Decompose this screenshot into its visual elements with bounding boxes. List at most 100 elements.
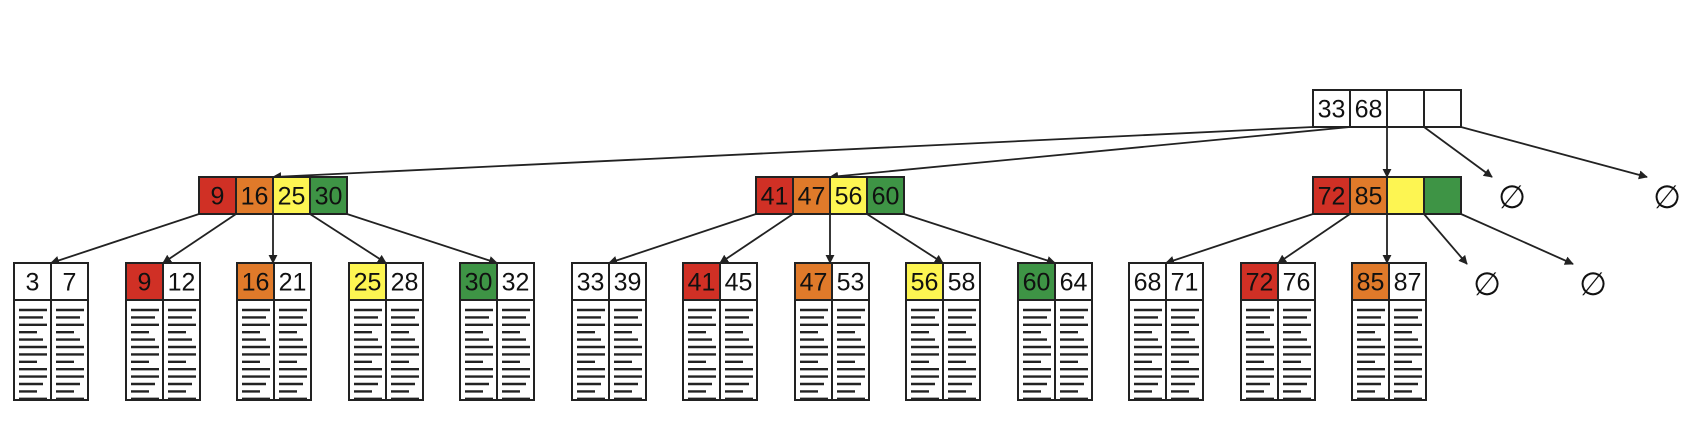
record-lines-icon <box>725 308 753 400</box>
key-label: 33 <box>1318 96 1346 124</box>
key-cell: 85 <box>1349 176 1388 215</box>
key-cell-box <box>459 262 498 301</box>
key-label: 85 <box>1357 269 1385 297</box>
record-lines-icon <box>837 308 865 400</box>
key-label: 25 <box>354 269 382 297</box>
leaf-node-6: 41 45 <box>682 262 758 401</box>
key-cell <box>1423 89 1462 128</box>
record-lines-icon <box>577 308 605 400</box>
key-cell-box <box>942 262 981 301</box>
record-lines-icon <box>19 308 47 400</box>
key-label: 32 <box>502 269 530 297</box>
edges-layer <box>50 126 1648 265</box>
key-cell-box <box>1349 89 1388 128</box>
key-cell-box <box>682 262 721 301</box>
key-cell: 33 <box>571 262 610 301</box>
key-label: 85 <box>1355 183 1383 211</box>
key-cell: 56 <box>905 262 944 301</box>
record-lines-icon <box>242 308 270 400</box>
key-cell-box <box>608 262 647 301</box>
key-label: 58 <box>948 269 976 297</box>
record-lines-icon <box>688 308 716 400</box>
key-label: 60 <box>872 183 900 211</box>
pointer-arrow <box>829 126 1351 181</box>
leaf-node-12: 85 87 <box>1351 262 1427 401</box>
leaf-node-11: 72 76 <box>1240 262 1316 401</box>
key-label: 71 <box>1171 269 1199 297</box>
key-label: 64 <box>1060 269 1088 297</box>
record-lines-icon <box>131 308 159 400</box>
key-cell: 16 <box>236 262 275 301</box>
key-label: 72 <box>1246 269 1274 297</box>
key-cell: 33 <box>1312 89 1351 128</box>
key-cell-box <box>905 262 944 301</box>
record-lines-icon <box>279 308 307 400</box>
key-cell-box <box>385 262 424 301</box>
key-cell-box <box>235 176 274 215</box>
null-symbol: ∅ <box>1498 179 1526 215</box>
null-symbol: ∅ <box>1653 179 1681 215</box>
key-cell-box <box>1423 176 1462 215</box>
key-cell: 12 <box>162 262 201 301</box>
key-cell-box <box>273 262 312 301</box>
key-label: 45 <box>725 269 753 297</box>
key-label: 7 <box>63 269 77 297</box>
record-lines-icon <box>354 308 382 400</box>
record-lines-icon <box>56 308 84 400</box>
record-lines-icon <box>614 308 642 400</box>
key-label: 76 <box>1283 269 1311 297</box>
key-cell: 41 <box>755 176 794 215</box>
key-cell-box <box>1128 262 1167 301</box>
key-label: 68 <box>1134 269 1162 297</box>
key-cell <box>1386 176 1425 215</box>
record-lines-icon <box>1357 308 1385 400</box>
pointer-arrow <box>346 213 498 265</box>
null-pointers-layer: ∅∅∅∅ <box>1473 179 1681 302</box>
key-cell: 30 <box>309 176 348 215</box>
key-cell: 30 <box>459 262 498 301</box>
key-cell: 32 <box>496 262 535 301</box>
key-cell-box <box>571 262 610 301</box>
key-label: 87 <box>1394 269 1422 297</box>
null-pointer-icon: ∅ <box>1498 179 1526 215</box>
record-lines-icon <box>1394 308 1422 400</box>
pointer-arrow <box>1423 126 1493 178</box>
key-label: 39 <box>614 269 642 297</box>
key-cell: 58 <box>942 262 981 301</box>
key-cell: 60 <box>866 176 905 215</box>
record-lines-icon <box>1171 308 1199 400</box>
key-cell: 47 <box>794 262 833 301</box>
leaf-node-3: 25 28 <box>348 262 424 401</box>
key-cell: 47 <box>792 176 831 215</box>
record-lines-icon <box>1283 308 1311 400</box>
key-cell: 25 <box>348 262 387 301</box>
key-label: 56 <box>911 269 939 297</box>
pointer-arrow <box>50 213 200 265</box>
key-cell-box <box>1277 262 1316 301</box>
key-cell: 71 <box>1165 262 1204 301</box>
key-cell: 76 <box>1277 262 1316 301</box>
record-lines-icon <box>1246 308 1274 400</box>
key-cell: 7 <box>50 262 89 301</box>
pointer-arrow <box>719 213 794 264</box>
key-cell-box <box>1386 89 1425 128</box>
key-cell: 41 <box>682 262 721 301</box>
key-cell: 60 <box>1017 262 1056 301</box>
null-pointer-icon: ∅ <box>1653 179 1681 215</box>
key-cell: 56 <box>829 176 868 215</box>
key-cell: 25 <box>272 176 311 215</box>
key-label: 41 <box>688 269 716 297</box>
key-label: 25 <box>278 183 306 211</box>
key-cell-box <box>1054 262 1093 301</box>
key-label: 28 <box>391 269 419 297</box>
key-cell: 68 <box>1128 262 1167 301</box>
key-label: 12 <box>168 269 196 297</box>
record-lines-icon <box>465 308 493 400</box>
key-label: 30 <box>465 269 493 297</box>
